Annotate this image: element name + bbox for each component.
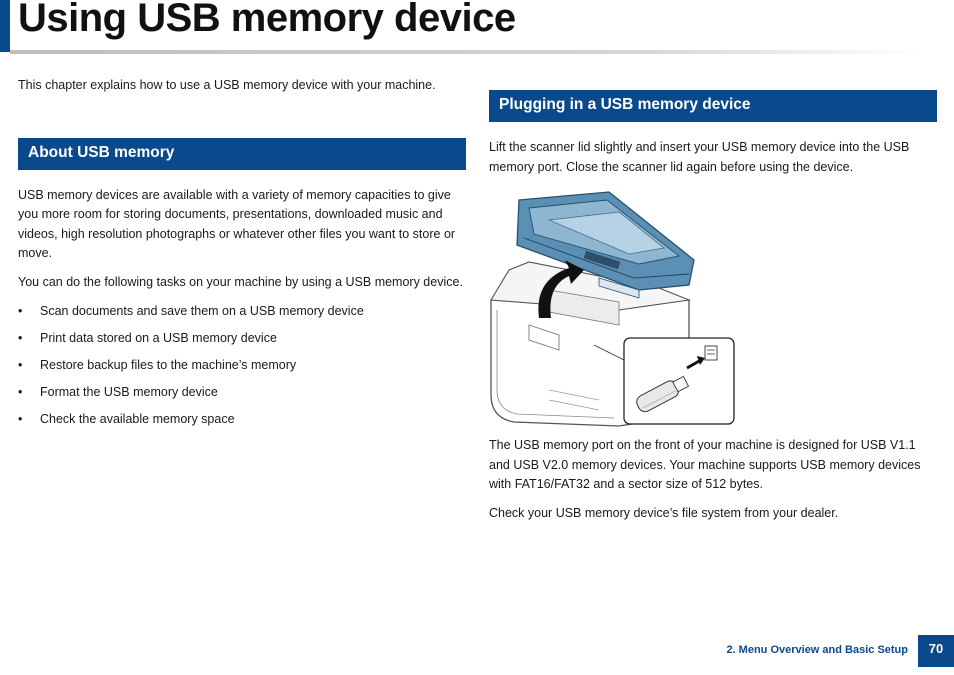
footer-chapter-link[interactable]: 2. Menu Overview and Basic Setup (726, 644, 908, 656)
list-item: • Check the available memory space (18, 410, 466, 430)
page-number-badge: 70 (918, 635, 954, 667)
plugging-paragraph-1: Lift the scanner lid slightly and insert… (489, 140, 910, 174)
title-accent-bar (0, 0, 10, 52)
bullet: • (18, 412, 23, 426)
printer-illustration-svg (490, 191, 735, 427)
intro-text: This chapter explains how to use a USB m… (18, 78, 436, 92)
task-list: • Scan documents and save them on a USB m… (18, 302, 466, 430)
list-item-text: Print data stored on a USB memory device (40, 331, 277, 345)
list-item-text: Format the USB memory device (40, 385, 218, 399)
page-title: Using USB memory device (18, 0, 516, 40)
printer-usb-illustration (489, 190, 735, 430)
list-item-text: Check the available memory space (40, 412, 235, 426)
left-column: This chapter explains how to use a USB m… (18, 76, 466, 437)
list-item: • Format the USB memory device (18, 383, 466, 403)
list-item-text: Scan documents and save them on a USB me… (40, 304, 364, 318)
bullet: • (18, 385, 23, 399)
about-paragraph-2: You can do the following tasks on your m… (18, 274, 463, 289)
title-divider (10, 50, 920, 54)
right-column: Plugging in a USB memory device Lift the… (489, 90, 937, 523)
section-heading-about: About USB memory (18, 137, 466, 170)
list-item: • Scan documents and save them on a USB m… (18, 302, 466, 322)
plugging-paragraph-2: The USB memory port on the front of your… (489, 438, 921, 491)
bullet: • (18, 331, 23, 345)
about-paragraph-1: USB memory devices are available with a … (18, 187, 456, 261)
plugging-paragraph-3: Check your USB memory device’s file syst… (489, 505, 839, 520)
section-heading-plugging: Plugging in a USB memory device (489, 90, 937, 122)
bullet: • (18, 358, 23, 372)
list-item: • Print data stored on a USB memory devic… (18, 329, 466, 349)
list-item: • Restore backup files to the machine’s m… (18, 356, 466, 376)
bullet: • (18, 304, 23, 318)
list-item-text: Restore backup files to the machine’s me… (40, 358, 297, 372)
